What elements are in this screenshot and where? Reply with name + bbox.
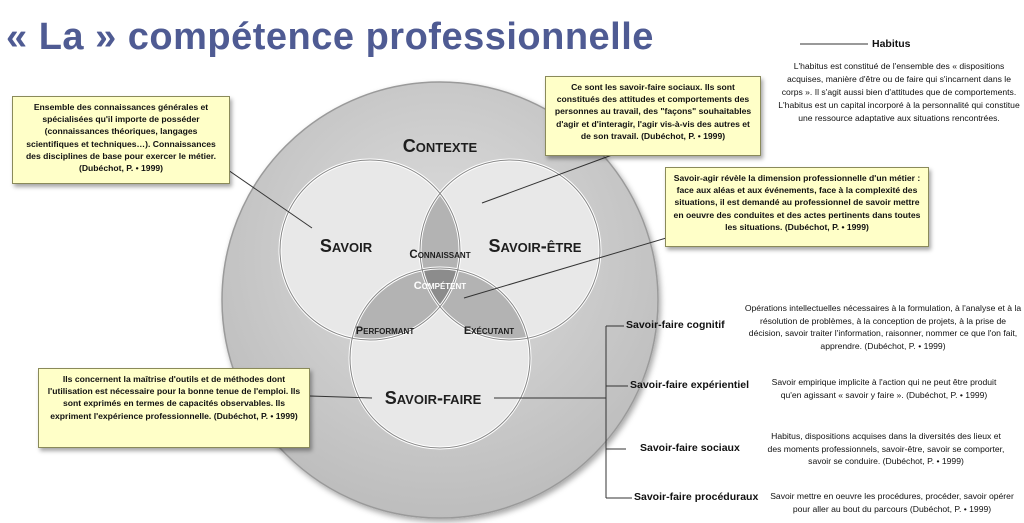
- label-performant: Performant: [356, 325, 415, 337]
- note-savoir-faire: Ils concernent la maîtrise d'outils et d…: [38, 368, 310, 448]
- subtype-desc-experientiel: Savoir empirique implicite à l'action qu…: [771, 377, 997, 400]
- habitus-title: Habitus: [872, 38, 911, 50]
- subtype-label-experientiel: Savoir-faire expérientiel: [630, 379, 750, 391]
- overlap-savoir-savoir-faire: [350, 268, 460, 340]
- note-savoir-etre: Ce sont les savoir-faire sociaux. Ils so…: [545, 76, 761, 156]
- label-savoir: Savoir: [320, 236, 373, 256]
- connector-savoir-faire-left: [309, 395, 373, 399]
- label-executant: Exécutant: [464, 325, 514, 337]
- page-title: « La » compétence professionnelle: [6, 16, 654, 58]
- subtype-label-cognitif: Savoir-faire cognitif: [626, 319, 725, 331]
- connector-savoir: [227, 169, 313, 229]
- note-savoir: Ensemble des connaissances générales et …: [12, 96, 230, 184]
- subtype-desc-cognitif: Opérations intellectuelles nécessaires à…: [744, 303, 1022, 351]
- label-competent: Compétent: [414, 280, 467, 292]
- subtype-desc-proceduraux: Savoir mettre en oeuvre les procédures, …: [770, 491, 1014, 514]
- label-savoir-faire: Savoir-faire: [385, 388, 482, 408]
- habitus-text: L'habitus est constitué de l'ensemble de…: [778, 61, 1020, 123]
- label-connaissant: Connaissant: [409, 249, 470, 261]
- connector-savoir-etre: [481, 154, 613, 204]
- subtype-label-sociaux: Savoir-faire sociaux: [640, 442, 740, 454]
- connector-savoir-agir: [463, 227, 701, 299]
- label-savoir-etre: Savoir-être: [489, 236, 582, 256]
- note-savoir-agir: Savoir-agir révèle la dimension professi…: [665, 167, 929, 247]
- label-contexte: Contexte: [403, 136, 478, 156]
- subtype-desc-sociaux: Habitus, dispositions acquises dans la d…: [767, 431, 1005, 467]
- subtype-label-proceduraux: Savoir-faire procéduraux: [634, 491, 759, 503]
- overlap-savoir-etre-savoir-faire: [420, 268, 530, 340]
